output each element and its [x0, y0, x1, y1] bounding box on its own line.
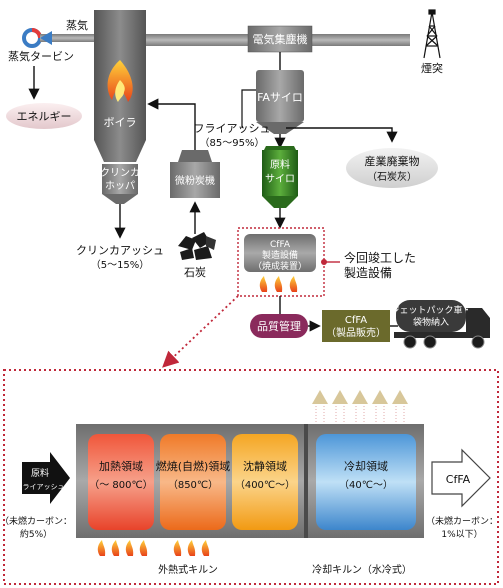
pulverizer-top	[178, 150, 212, 162]
coal-icon	[178, 232, 216, 260]
fa-silo	[256, 70, 304, 122]
new-equipment-dot	[321, 259, 327, 265]
jetpack-label-2: 袋物納入	[413, 316, 449, 328]
cffa-plant-label-1: CfFA	[270, 240, 291, 250]
quality-label: 品質管理	[257, 319, 301, 333]
zone-settling-temp: （400℃〜）	[235, 479, 295, 491]
kiln-flames-icon	[97, 540, 210, 556]
steam-label: 蒸気	[66, 18, 88, 32]
raw-input-label-2: フライアッシュ	[16, 483, 65, 491]
cffa-plant-kiln	[244, 234, 316, 272]
cffa-sales-label-1: CfFA	[345, 315, 367, 326]
cffa-sales-label-2: （製品販売）	[326, 326, 386, 339]
chimney-label: 煙突	[421, 61, 443, 75]
steam-turbine-label: 蒸気タービン	[8, 49, 74, 63]
cooling-kiln-label: 冷却キルン（水冷式）	[312, 563, 412, 576]
cffa-plant-label-2: 製造設備	[262, 249, 298, 261]
pulverizer-to-boiler-arrow	[147, 98, 196, 150]
new-equipment-label-1: 今回竣工した	[344, 250, 416, 265]
product-output-label: CfFA	[446, 473, 471, 486]
chimney-icon	[423, 9, 441, 59]
esp-label: 電気集塵機	[253, 32, 308, 46]
fa-to-waste-arrow	[286, 127, 398, 143]
zone-heating-temp: （〜 800℃）	[89, 479, 153, 491]
clinker-hopper-bottom	[102, 194, 138, 204]
energy-bubble	[6, 103, 82, 129]
cffa-plant-label-3: （焼成装置）	[253, 260, 307, 272]
fly-ash-label: フライアッシュ	[194, 122, 271, 135]
clinker-hopper	[102, 164, 138, 194]
raw-silo-top	[264, 146, 296, 150]
external-kiln-label: 外熱式キルン	[158, 563, 218, 576]
raw-input-arrow	[22, 452, 70, 504]
zone-combustion	[160, 434, 226, 530]
zone-heating	[88, 434, 154, 530]
boiler-label: ボイラ	[104, 116, 137, 129]
clinker-ash-pct: （5〜15%）	[91, 259, 150, 271]
jetpack-label-1: ジェットパック車・	[390, 304, 471, 316]
clinker-hopper-label-1: クリンカ	[100, 167, 140, 179]
industrial-waste-bubble	[346, 148, 438, 188]
steam-turbine-icon	[22, 28, 42, 48]
industrial-waste-label-1: 産業廃棄物	[365, 154, 420, 168]
plant-flames-icon	[259, 276, 298, 292]
flame-icon	[107, 60, 133, 102]
zone-combustion-name: 燃焼(自燃)領域	[156, 459, 231, 473]
zone-settling-name: 沈静領域	[243, 459, 287, 473]
zone-cooling-temp: （40℃〜）	[339, 479, 393, 491]
cooling-water-icon	[312, 390, 408, 424]
new-equipment-label-2: 製造設備	[344, 265, 392, 280]
fa-silo-bottom	[256, 122, 304, 134]
steam-pipe	[40, 34, 98, 42]
energy-label: エネルギー	[17, 110, 72, 123]
unburnt-out-label-1: （未燃カーボン：	[426, 515, 498, 527]
zone-combustion-temp: （850℃）	[168, 479, 218, 491]
quality-pill	[250, 314, 308, 338]
zone-settling	[232, 434, 298, 530]
raw-silo-label-1: 原料	[270, 158, 290, 171]
fa-silo-label: FAサイロ	[257, 91, 303, 104]
zone-cooling-name: 冷却領域	[344, 459, 388, 473]
raw-silo	[262, 150, 298, 196]
esp-box	[247, 25, 313, 53]
unburnt-in-label-1: （未燃カーボン：	[0, 515, 72, 527]
raw-input-label-1: 原料	[31, 467, 49, 479]
industrial-waste-label-2: （石炭灰）	[367, 170, 417, 183]
steam-arrow-icon	[40, 31, 52, 45]
zone-cooling	[316, 434, 416, 530]
coal-label: 石炭	[184, 266, 206, 279]
raw-silo-bottom	[262, 196, 298, 208]
fly-ash-pct: （85〜95%）	[200, 137, 265, 149]
product-output-arrow	[431, 448, 491, 508]
clinker-hopper-label-2: ホッパ	[105, 180, 135, 192]
kiln-divider	[304, 424, 308, 538]
cffa-sales-box	[322, 310, 390, 342]
raw-silo-label-2: サイロ	[265, 173, 295, 185]
jetpack-truck-icon	[394, 300, 490, 349]
zone-heating-name: 加熱領域	[99, 459, 143, 473]
detail-callout-arrow	[162, 295, 239, 368]
pulverizer	[170, 162, 220, 198]
unburnt-out-label-2: 1%以下）	[441, 529, 482, 540]
pulverizer-label: 微粉炭機	[175, 174, 215, 187]
unburnt-in-label-2: 約5%）	[20, 528, 52, 540]
clinker-ash-label: クリンカアッシュ	[76, 244, 164, 257]
fly-ash-leader	[241, 89, 256, 128]
